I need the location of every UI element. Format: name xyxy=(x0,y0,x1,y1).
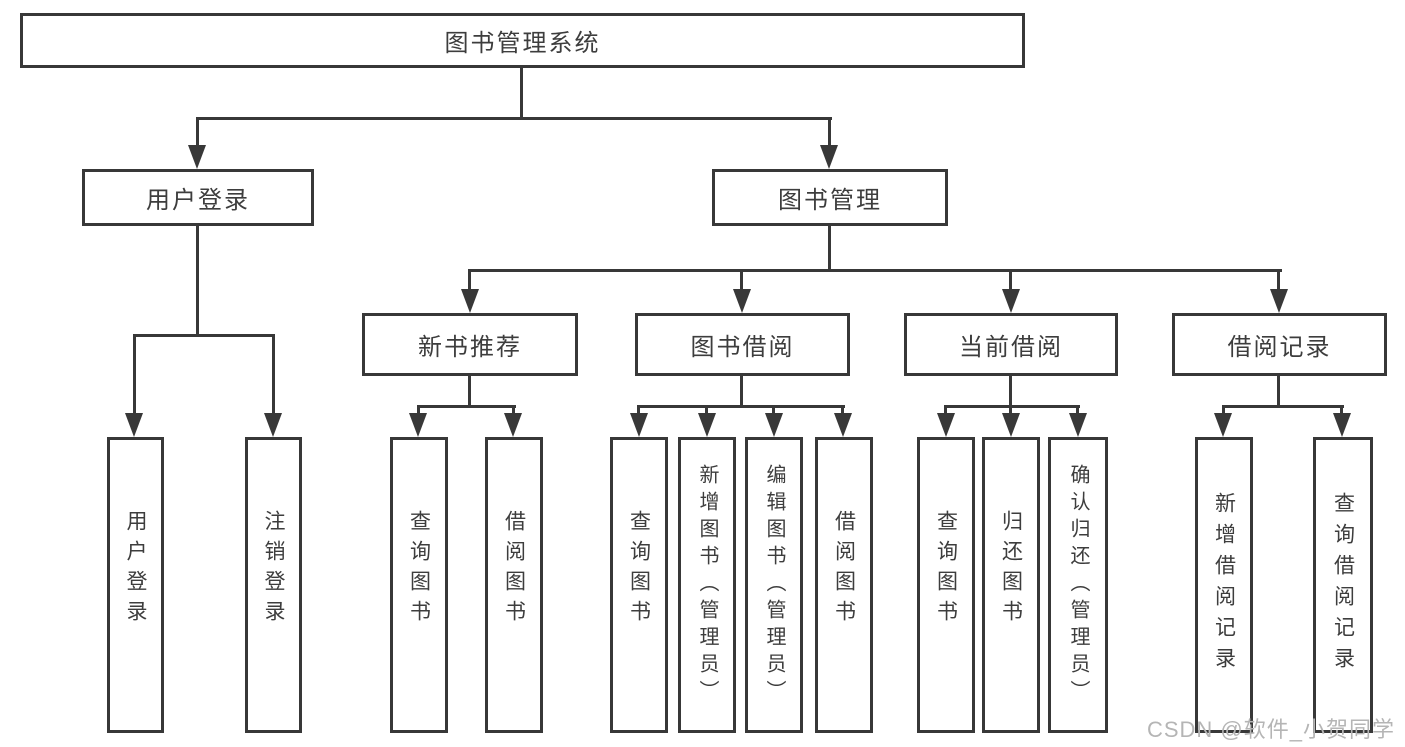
connector-line xyxy=(1009,376,1012,407)
arrowhead-down-icon xyxy=(630,413,648,437)
arrowhead-down-icon xyxy=(820,145,838,169)
leaf-query-borrow-record: 查询借阅记录 xyxy=(1313,437,1373,733)
connector-line xyxy=(828,226,831,271)
connector-line xyxy=(520,68,523,119)
connector-line xyxy=(1009,269,1012,293)
connector-line xyxy=(196,117,199,149)
arrowhead-down-icon xyxy=(1069,413,1087,437)
node-library-management-system: 图书管理系统 xyxy=(20,13,1025,68)
leaf-label: 查询借阅记录 xyxy=(1331,492,1355,678)
leaf-edit-book-admin: 编辑图书（管理员） xyxy=(745,437,803,733)
arrowhead-down-icon xyxy=(1214,413,1232,437)
leaf-label: 查询图书 xyxy=(407,510,431,630)
connector-line xyxy=(1009,405,1012,415)
connector-line xyxy=(637,405,845,408)
connector-line xyxy=(468,376,471,407)
leaf-label: 确认归还（管理员） xyxy=(1067,463,1089,707)
node-label: 当前借阅 xyxy=(959,334,1063,361)
leaf-label: 新增借阅记录 xyxy=(1212,492,1236,678)
arrowhead-down-icon xyxy=(834,413,852,437)
node-borrowing-records: 借阅记录 xyxy=(1172,313,1387,376)
csdn-watermark: CSDN @软件_小贺同学 xyxy=(1146,717,1395,742)
connector-line xyxy=(944,405,1080,408)
connector-line xyxy=(828,117,831,149)
node-label: 新书推荐 xyxy=(418,334,522,361)
connector-line xyxy=(272,334,275,416)
arrowhead-down-icon xyxy=(409,413,427,437)
leaf-label: 用户登录 xyxy=(124,510,147,630)
connector-line xyxy=(841,405,844,415)
node-book-borrowing: 图书借阅 xyxy=(635,313,850,376)
leaf-borrow-books-borrowing: 借阅图书 xyxy=(815,437,873,733)
leaf-query-books-recommend: 查询图书 xyxy=(390,437,448,733)
connector-line xyxy=(512,405,515,415)
leaf-label: 注销登录 xyxy=(262,510,285,630)
leaf-add-borrow-record: 新增借阅记录 xyxy=(1195,437,1253,733)
arrowhead-down-icon xyxy=(1270,289,1288,313)
arrowhead-down-icon xyxy=(125,413,143,437)
leaf-logout: 注销登录 xyxy=(245,437,302,733)
node-current-borrowing: 当前借阅 xyxy=(904,313,1118,376)
arrowhead-down-icon xyxy=(1002,289,1020,313)
connector-line xyxy=(1076,405,1079,415)
connector-line xyxy=(705,405,708,415)
arrowhead-down-icon xyxy=(461,289,479,313)
connector-line xyxy=(196,226,199,336)
leaf-user-login: 用户登录 xyxy=(107,437,164,733)
leaf-return-book: 归还图书 xyxy=(982,437,1040,733)
connector-line xyxy=(740,269,743,293)
node-new-book-recommend: 新书推荐 xyxy=(362,313,578,376)
arrowhead-down-icon xyxy=(765,413,783,437)
leaf-label: 查询图书 xyxy=(627,510,651,630)
arrowhead-down-icon xyxy=(733,289,751,313)
arrowhead-down-icon xyxy=(188,145,206,169)
connector-line xyxy=(196,117,832,120)
connector-line xyxy=(133,334,136,416)
leaf-query-books-current: 查询图书 xyxy=(917,437,975,733)
arrowhead-down-icon xyxy=(264,413,282,437)
connector-line xyxy=(740,376,743,407)
connector-line xyxy=(1277,376,1280,407)
node-label: 图书管理 xyxy=(778,187,882,214)
connector-line xyxy=(417,405,420,415)
connector-line xyxy=(468,269,471,293)
leaf-label: 新增图书（管理员） xyxy=(696,463,718,707)
leaf-query-books-borrowing: 查询图书 xyxy=(610,437,668,733)
connector-line xyxy=(1222,405,1225,415)
leaf-confirm-return-admin: 确认归还（管理员） xyxy=(1048,437,1108,733)
connector-line xyxy=(417,405,516,408)
leaf-label: 借阅图书 xyxy=(502,510,526,630)
connector-line xyxy=(1222,405,1344,408)
arrowhead-down-icon xyxy=(1333,413,1351,437)
node-label: 借阅记录 xyxy=(1227,334,1332,361)
leaf-label: 归还图书 xyxy=(999,510,1023,630)
connector-line xyxy=(637,405,640,415)
node-user-login: 用户登录 xyxy=(82,169,314,226)
arrowhead-down-icon xyxy=(1002,413,1020,437)
leaf-label: 借阅图书 xyxy=(832,510,856,630)
node-label: 用户登录 xyxy=(146,187,250,214)
connector-line xyxy=(772,405,775,415)
connector-line xyxy=(1277,269,1280,293)
arrowhead-down-icon xyxy=(698,413,716,437)
connector-line xyxy=(1340,405,1343,415)
leaf-label: 编辑图书（管理员） xyxy=(763,463,785,707)
connector-line xyxy=(468,269,1282,272)
arrowhead-down-icon xyxy=(504,413,522,437)
node-label: 图书借阅 xyxy=(690,334,795,361)
leaf-label: 查询图书 xyxy=(934,510,958,630)
node-label: 图书管理系统 xyxy=(444,30,601,57)
connector-line xyxy=(944,405,947,415)
connector-line xyxy=(133,334,275,337)
leaf-borrow-books-recommend: 借阅图书 xyxy=(485,437,543,733)
leaf-add-book-admin: 新增图书（管理员） xyxy=(678,437,736,733)
arrowhead-down-icon xyxy=(937,413,955,437)
node-book-management: 图书管理 xyxy=(712,169,948,226)
